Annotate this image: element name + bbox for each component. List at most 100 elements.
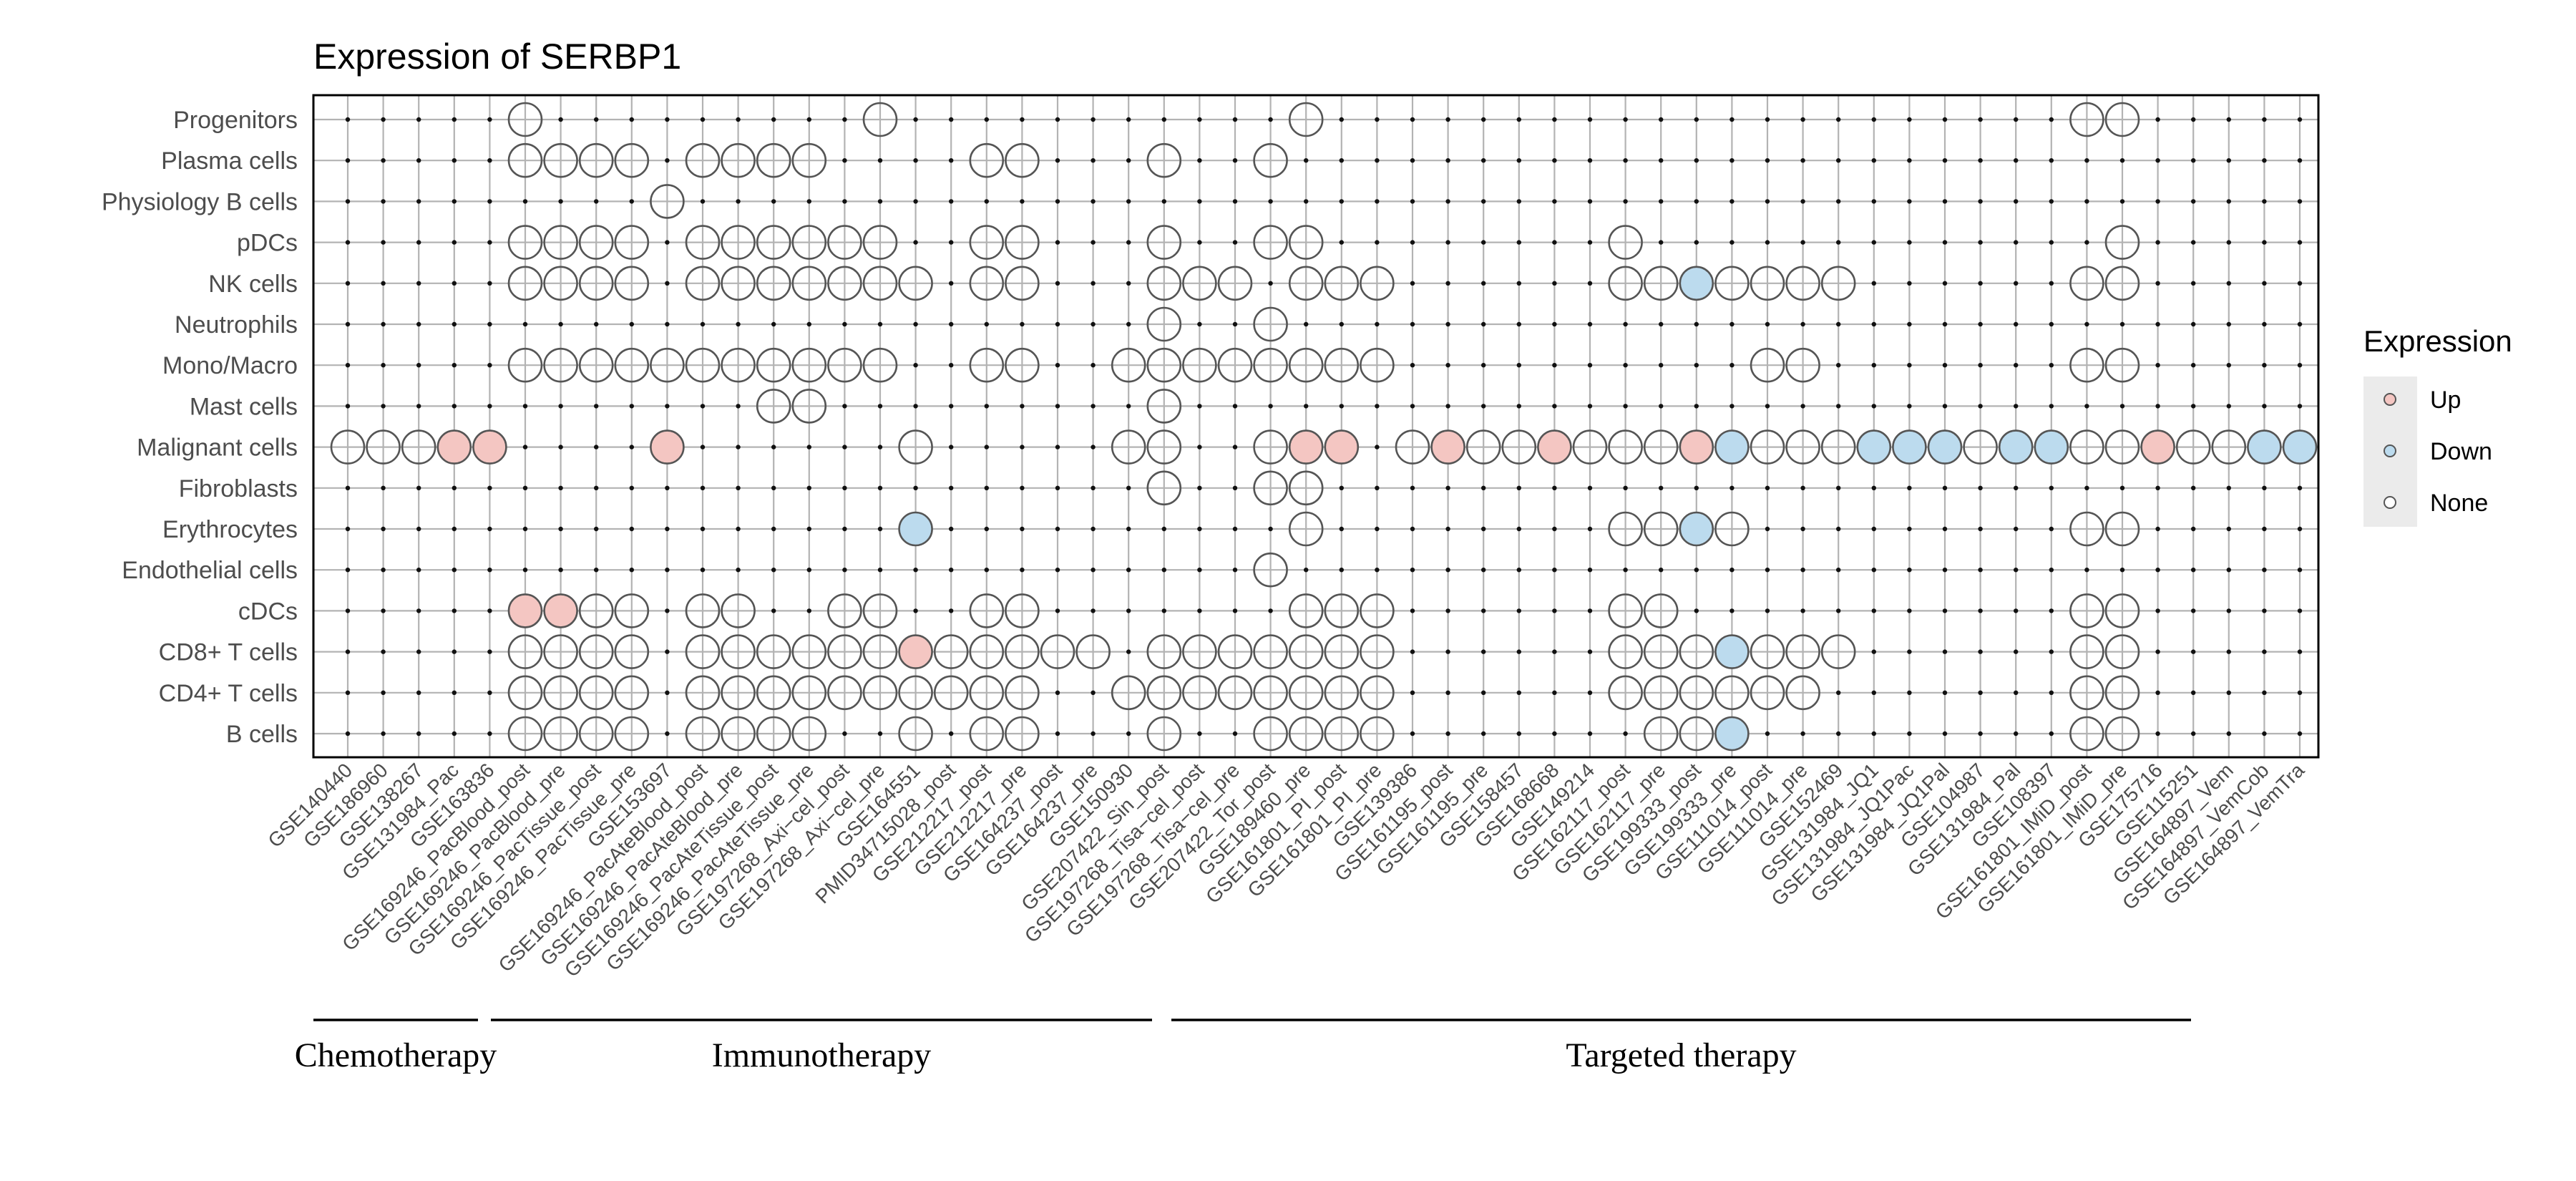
dot-none <box>1288 634 1324 669</box>
row-label: Erythrocytes <box>162 516 298 543</box>
dot-none <box>898 675 933 711</box>
dot-empty <box>1871 199 1876 204</box>
dot-empty <box>1091 321 1096 327</box>
dot-none <box>1288 675 1324 711</box>
dot-empty <box>1445 363 1450 368</box>
dot-empty <box>1304 404 1309 409</box>
dot-up <box>436 429 472 465</box>
dot-empty <box>2191 526 2196 532</box>
dot-none <box>1146 347 1182 383</box>
dot-empty <box>452 321 457 327</box>
dot-none <box>507 266 543 301</box>
dot-empty <box>1836 690 1841 695</box>
dot-empty <box>2049 240 2054 245</box>
dot-none <box>614 347 650 383</box>
dot-none <box>791 675 827 711</box>
dot-none <box>862 675 898 711</box>
dot-empty <box>629 404 634 409</box>
dot-empty <box>1126 649 1131 654</box>
dot-empty <box>913 158 918 163</box>
dot-empty <box>1587 690 1593 695</box>
dot-empty <box>984 526 990 532</box>
dot-empty <box>1268 404 1273 409</box>
dot-empty <box>2155 281 2160 286</box>
dot-none <box>1146 470 1182 506</box>
dot-empty <box>1765 321 1770 327</box>
dot-empty <box>345 485 351 490</box>
row-label: Mast cells <box>190 393 298 420</box>
dot-empty <box>1126 281 1131 286</box>
dot-empty <box>949 240 954 245</box>
dot-none <box>756 389 791 424</box>
dot-empty <box>1197 444 1202 449</box>
dot-empty <box>2049 321 2054 327</box>
dot-empty <box>1978 526 1983 532</box>
dot-empty <box>2262 199 2267 204</box>
dot-empty <box>1587 117 1593 122</box>
dot-empty <box>1126 485 1131 490</box>
dot-none <box>969 266 1005 301</box>
dot-none <box>1785 429 1820 465</box>
dot-empty <box>771 568 776 573</box>
dot-empty <box>1091 444 1096 449</box>
dot-empty <box>842 731 847 737</box>
dot-none <box>1608 429 1643 465</box>
dot-none <box>2104 511 2140 547</box>
dot-up <box>1288 429 1324 465</box>
dot-empty <box>1410 281 1415 286</box>
dot-empty <box>2119 158 2125 163</box>
dot-empty <box>1729 568 1735 573</box>
dot-empty <box>1197 526 1202 532</box>
dot-empty <box>381 608 386 613</box>
dot-empty <box>1410 649 1415 654</box>
dot-empty <box>806 199 812 204</box>
dot-none <box>614 266 650 301</box>
dot-empty <box>2262 158 2267 163</box>
dot-empty <box>594 485 599 490</box>
dot-empty <box>1339 485 1345 490</box>
dot-empty <box>1587 281 1593 286</box>
dot-none <box>1182 347 1217 383</box>
dot-empty <box>1445 526 1450 532</box>
dot-empty <box>2191 731 2196 737</box>
dot-none <box>1217 266 1253 301</box>
dot-empty <box>2226 690 2231 695</box>
dot-none <box>933 675 969 711</box>
dot-empty <box>2262 649 2267 654</box>
dot-empty <box>771 608 776 613</box>
dot-empty <box>1197 608 1202 613</box>
dot-empty <box>2155 526 2160 532</box>
dot-empty <box>877 731 883 737</box>
legend-key-none <box>2384 496 2396 509</box>
dot-empty <box>2262 281 2267 286</box>
dot-none <box>650 347 685 383</box>
dot-none <box>1679 675 1714 711</box>
dot-empty <box>2155 117 2160 122</box>
dot-empty <box>1197 485 1202 490</box>
row-label: Physiology B cells <box>102 188 298 215</box>
dot-empty <box>1871 526 1876 532</box>
dot-empty <box>1516 404 1521 409</box>
dot-empty <box>771 485 776 490</box>
dot-none <box>614 142 650 178</box>
dot-empty <box>487 281 492 286</box>
dot-empty <box>1836 404 1841 409</box>
dot-empty <box>345 690 351 695</box>
dot-empty <box>1375 568 1380 573</box>
dot-none <box>756 266 791 301</box>
dot-empty <box>2119 568 2125 573</box>
dot-empty <box>1161 608 1167 613</box>
dot-none <box>2069 429 2104 465</box>
dot-up <box>507 593 543 628</box>
dot-empty <box>522 568 528 573</box>
dot-empty <box>2297 649 2303 654</box>
dot-empty <box>1481 690 1486 695</box>
dot-none <box>1643 634 1679 669</box>
dot-empty <box>1516 363 1521 368</box>
dot-empty <box>1765 608 1770 613</box>
dot-empty <box>452 731 457 737</box>
dot-empty <box>1055 690 1060 695</box>
dot-none <box>685 225 721 260</box>
dot-none <box>614 675 650 711</box>
dot-empty <box>1729 608 1735 613</box>
